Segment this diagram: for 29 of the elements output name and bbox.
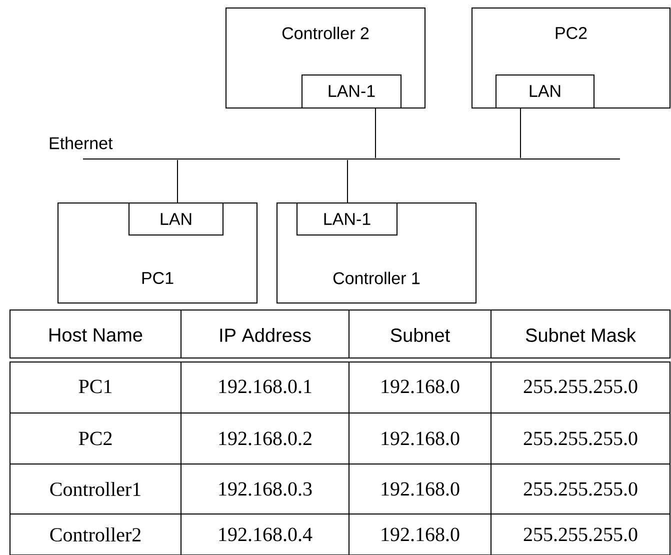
table-cell: 192.168.0	[348, 362, 492, 414]
connector-line	[347, 160, 348, 203]
connector-line	[177, 160, 178, 203]
table-cell: Controller2	[10, 514, 182, 555]
table-cell: 192.168.0.3	[180, 464, 350, 514]
header-cell: Host Name	[10, 310, 182, 358]
table-cell: 255.255.255.0	[490, 464, 670, 514]
port-box: LAN-1	[302, 74, 402, 108]
port-box: LAN	[128, 202, 224, 236]
table-cell: 192.168.0	[348, 412, 492, 464]
table-cell: 192.168.0.1	[180, 362, 350, 414]
bus-label: Ethernet	[50, 136, 113, 150]
table-cell: Controller1	[10, 464, 182, 514]
table-cell: PC1	[10, 362, 182, 414]
table-cell: 255.255.255.0	[490, 514, 670, 555]
table-cell: 255.255.255.0	[490, 412, 670, 464]
port-box: LAN	[496, 74, 594, 108]
table-cell: PC2	[10, 412, 182, 464]
table-cell: 192.168.0	[348, 514, 492, 555]
port-box: LAN-1	[296, 202, 398, 236]
table-cell: 192.168.0.2	[180, 412, 350, 464]
connector-line	[520, 108, 521, 158]
table-cell: 192.168.0.4	[180, 514, 350, 555]
connector-line	[375, 108, 376, 158]
header-cell: IP Address	[180, 310, 350, 358]
header-cell: Subnet Mask	[490, 310, 670, 358]
table-cell: 192.168.0	[348, 464, 492, 514]
table-cell: 255.255.255.0	[490, 362, 670, 414]
header-cell: Subnet	[348, 310, 492, 358]
